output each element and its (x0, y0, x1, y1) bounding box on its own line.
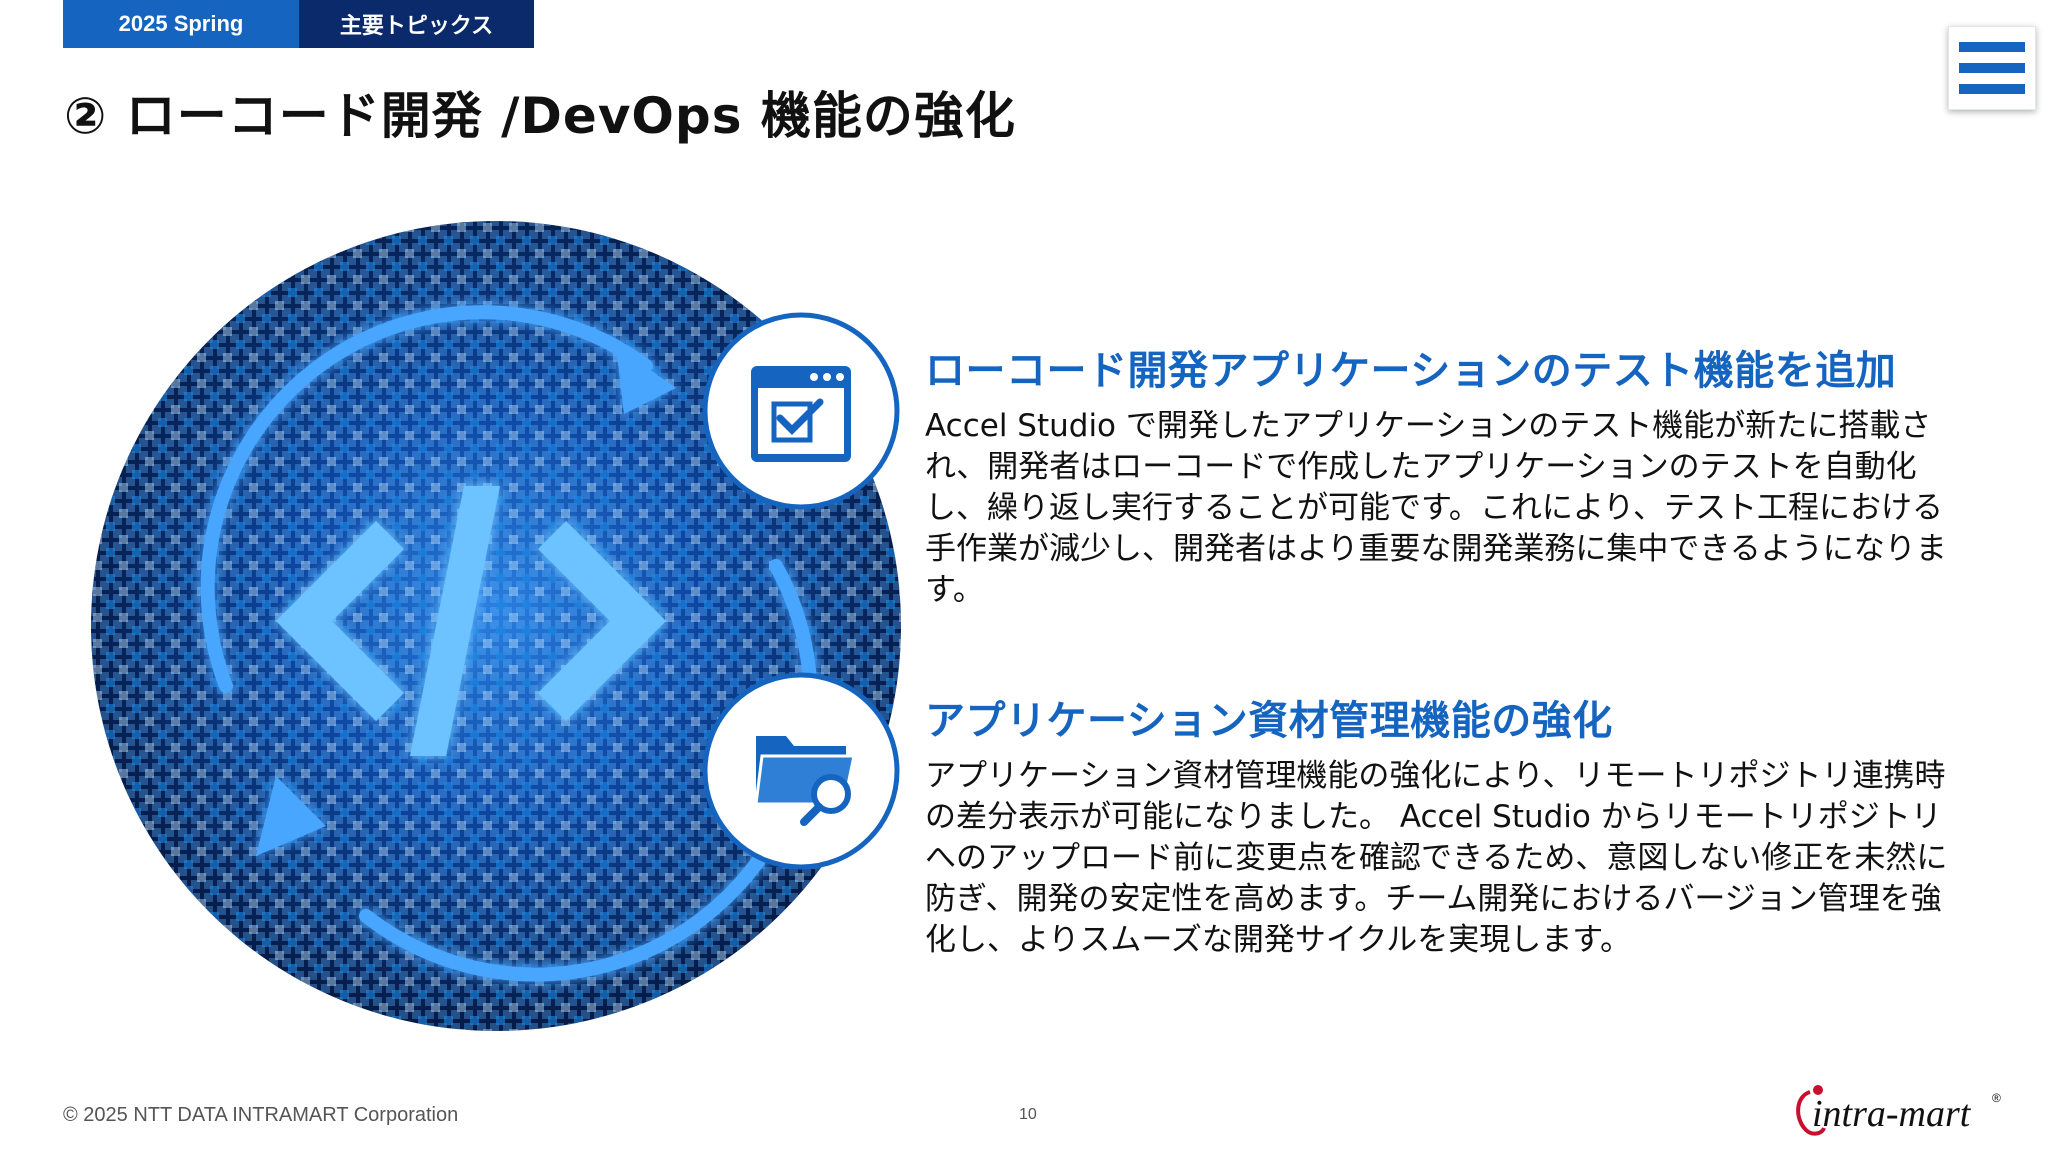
logo-i-mark (1796, 1085, 1826, 1136)
page-title: ② ローコード開発 /DevOps 機能の強化 (64, 87, 1016, 145)
browser-checkbox-icon (702, 312, 900, 510)
section-heading: ローコード開発アプリケーションのテスト機能を追加 (925, 348, 1897, 394)
logo-text: intra-mart (1812, 1093, 1972, 1135)
devops-illustration (91, 221, 901, 1031)
menu-bar (1959, 63, 2025, 73)
hamburger-menu-icon[interactable] (1948, 26, 2036, 110)
menu-bar (1959, 42, 2025, 52)
copyright-text: © 2025 NTT DATA INTRAMART Corporation (63, 1104, 459, 1126)
topic-tab[interactable]: 主要トピックス (299, 0, 534, 48)
section-heading: アプリケーション資材管理機能の強化 (925, 698, 1613, 744)
header-tabs: 2025 Spring 主要トピックス (63, 0, 534, 48)
arrow-head-bottom (256, 776, 326, 856)
menu-bar (1959, 84, 2025, 94)
logo-registered: ® (1992, 1091, 2001, 1105)
section-body: アプリケーション資材管理機能の強化により、リモートリポジトリ連携時の差分表示が可… (925, 758, 1948, 958)
folder-search-icon (702, 672, 900, 870)
intra-mart-logo: intra-mart ® (1796, 1085, 2001, 1136)
section-test-feature: ローコード開発アプリケーションのテスト機能を追加 Accel Studio で開… (925, 338, 1965, 611)
page-number: 10 (1019, 1106, 1037, 1123)
section-body: Accel Studio で開発したアプリケーションのテスト機能が新たに搭載され… (925, 408, 1947, 608)
arrow-head-top (616, 346, 676, 414)
season-tab[interactable]: 2025 Spring (63, 0, 299, 48)
section-asset-management: アプリケーション資材管理機能の強化 アプリケーション資材管理機能の強化により、リ… (925, 688, 1965, 961)
code-symbol-icon (276, 486, 666, 756)
